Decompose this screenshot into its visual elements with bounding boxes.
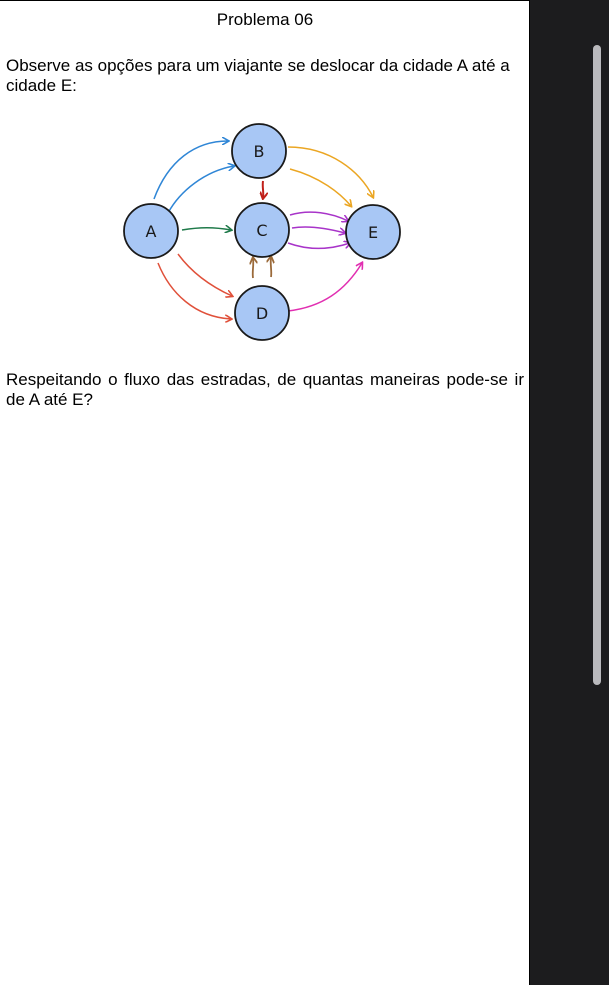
city-node-c: C	[234, 202, 290, 258]
edge-a-c	[181, 228, 231, 230]
city-node-a: A	[123, 203, 179, 259]
city-label-c: C	[256, 221, 267, 240]
edge-a-d	[157, 253, 232, 319]
city-node-d: D	[234, 285, 290, 341]
road-c-e-3	[287, 243, 350, 250]
route-diagram: A B C D E	[123, 123, 401, 341]
road-b-e-2	[289, 168, 351, 206]
edge-d-c	[253, 257, 272, 279]
city-label-a: A	[146, 222, 157, 241]
road-b-e-1	[287, 146, 373, 197]
road-a-b-2	[167, 166, 234, 214]
city-node-b: B	[231, 123, 287, 179]
city-label-b: B	[254, 142, 265, 161]
road-d-c-2	[271, 257, 272, 278]
problem-question: Respeitando o fluxo das estradas, de qua…	[6, 370, 524, 409]
road-d-c-1	[253, 258, 254, 279]
road-c-e-2	[291, 226, 345, 233]
road-c-e-1	[289, 211, 348, 221]
edge-b-e	[287, 146, 373, 206]
problem-intro: Observe as opções para um viajante se de…	[6, 56, 510, 95]
edge-a-b	[153, 141, 234, 214]
road-a-d-1	[177, 253, 232, 296]
edge-b-c	[263, 180, 264, 198]
edge-d-e	[287, 263, 362, 312]
problem-page: Problema 06 Observe as opções para um vi…	[0, 0, 530, 985]
road-b-c-1	[263, 180, 264, 198]
vertical-scrollbar[interactable]	[593, 45, 601, 685]
edge-c-e	[287, 211, 350, 250]
road-a-b-1	[153, 141, 228, 200]
road-d-e-1	[287, 263, 362, 312]
city-label-d: D	[256, 304, 268, 323]
city-node-e: E	[345, 204, 401, 260]
road-a-d-2	[157, 262, 231, 319]
city-label-e: E	[368, 223, 378, 242]
road-a-c-1	[181, 228, 231, 230]
problem-title: Problema 06	[216, 10, 314, 29]
